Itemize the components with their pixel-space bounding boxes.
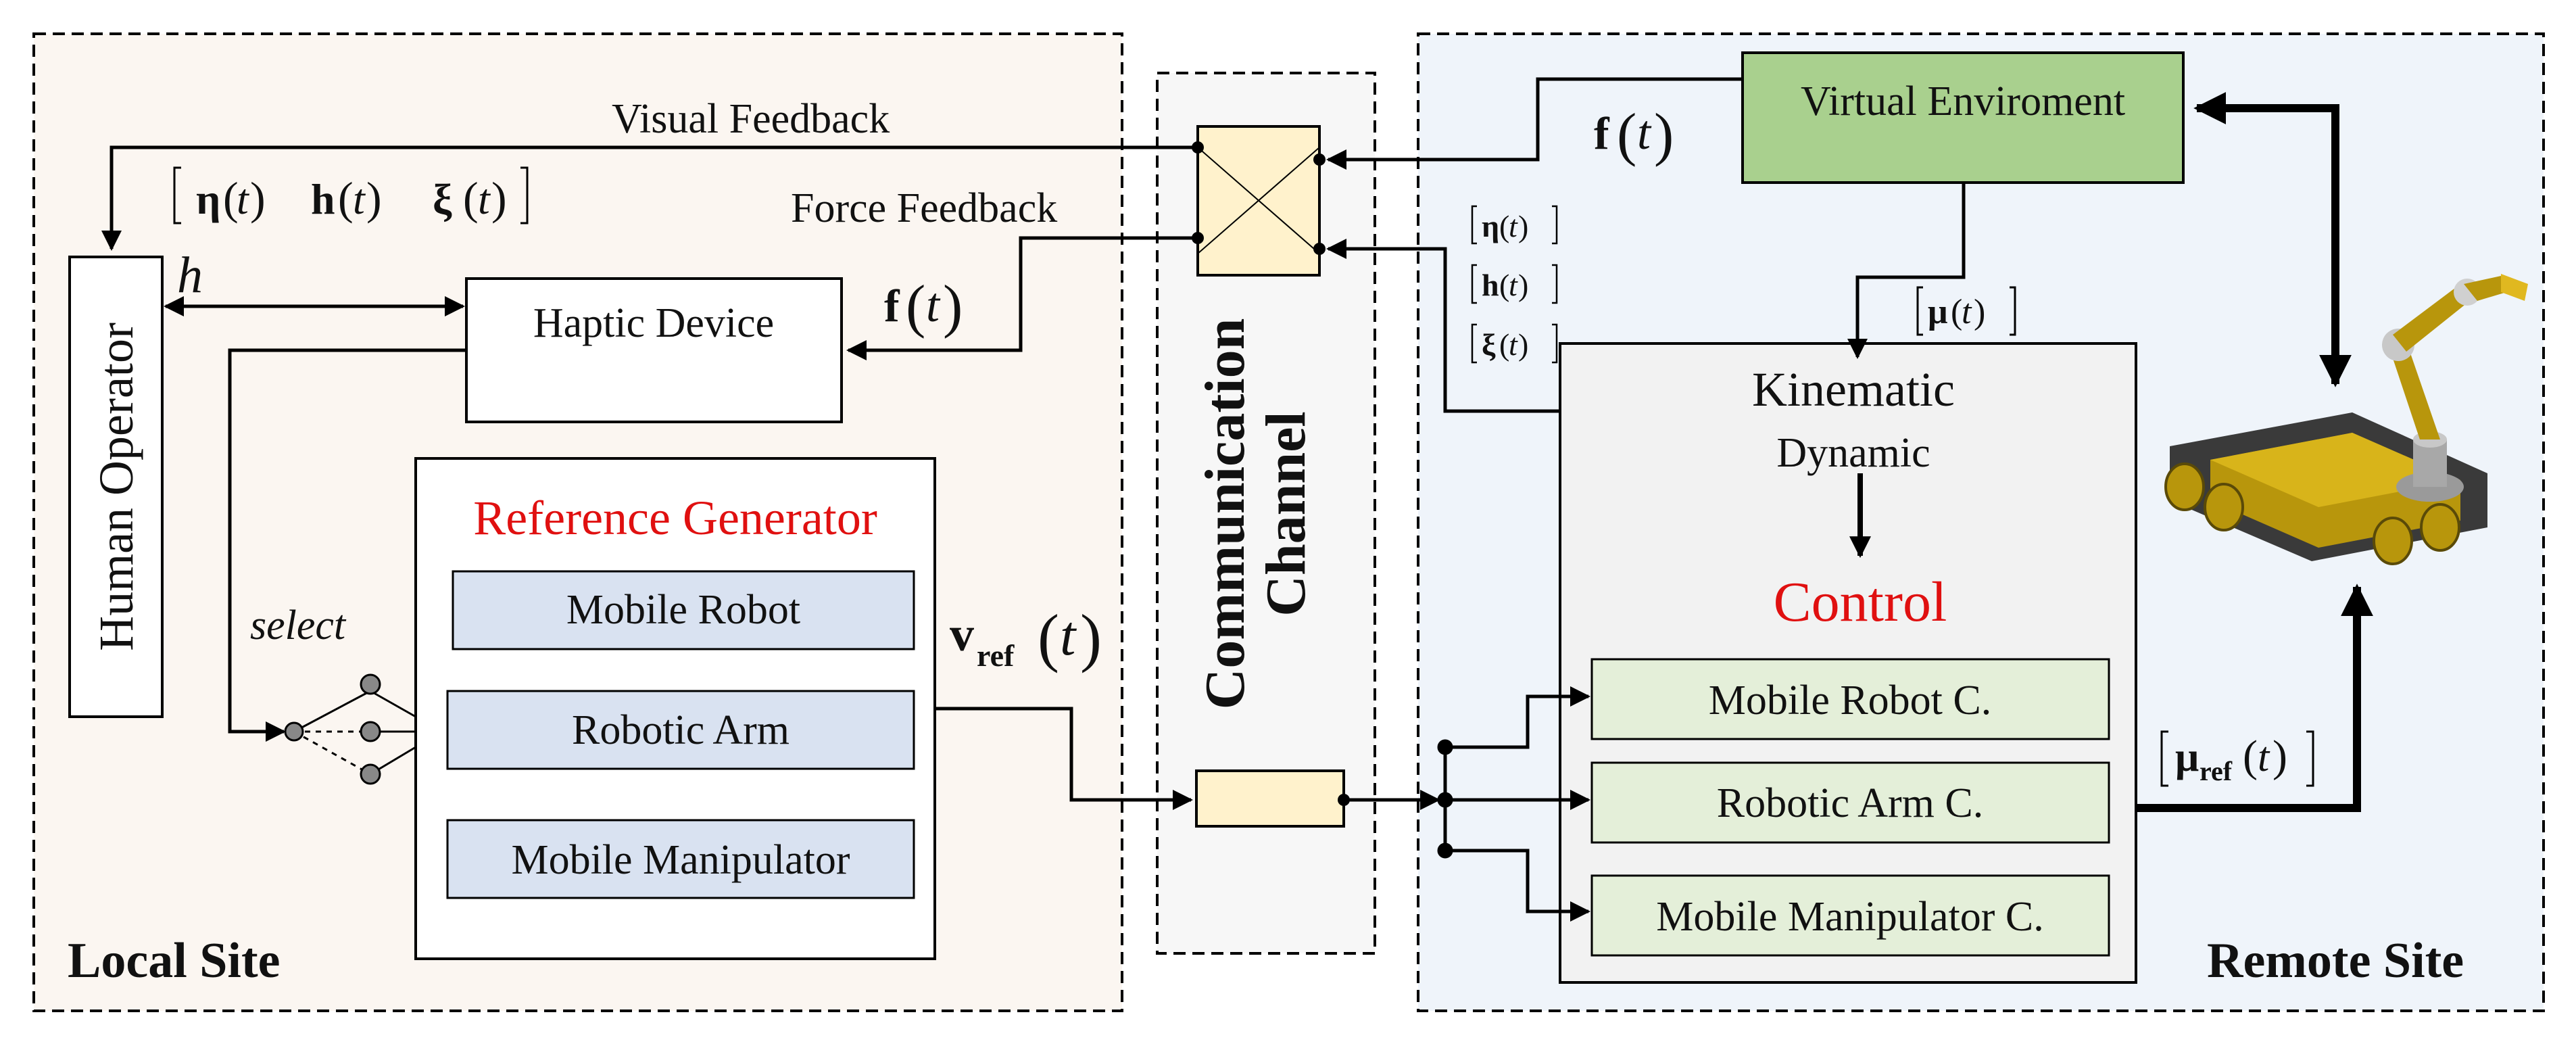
svg-text:): ) (1654, 102, 1674, 168)
channel-label-line1: Communication (1194, 318, 1257, 710)
control-to-robot-line (2136, 584, 2373, 812)
reference-item-label: Mobile Robot (566, 587, 800, 633)
reference-item-mobile-manipulator: Mobile Manipulator (446, 819, 915, 899)
hv-symbol: h (311, 175, 335, 223)
eta-symbol: η (196, 175, 220, 223)
mu-symbol: μ (2175, 734, 2199, 780)
t-symbol: t (2258, 734, 2270, 780)
mu-symbol: μ (1928, 293, 1947, 331)
reference-generator-title: Reference Generator (473, 491, 877, 545)
svg-text:): ) (491, 172, 507, 224)
svg-text:): ) (1974, 293, 1985, 331)
state-vector-local: η ( t ) h ( t ) ξ ( t ) (173, 166, 529, 224)
haptic-device-block (465, 277, 843, 423)
svg-text:(: ( (463, 172, 479, 224)
select-label: select (250, 602, 347, 648)
hv-symbol: h (1482, 268, 1499, 302)
svg-text:(: ( (223, 172, 239, 224)
svg-text:): ) (1518, 268, 1528, 302)
channel-label: Communication Channel (1194, 318, 1317, 710)
controller-label: Mobile Manipulator C. (1656, 894, 2043, 940)
reference-item-label: Mobile Manipulator (511, 837, 850, 883)
channel-reference-buffer (1195, 769, 1350, 828)
t-symbol: t (1509, 268, 1518, 302)
dynamic-label: Dynamic (1776, 430, 1930, 476)
t-symbol: t (1060, 604, 1077, 667)
control-label: Control (1774, 571, 1947, 634)
svg-text:(: ( (1951, 293, 1962, 331)
svg-text:(: ( (1499, 268, 1509, 302)
svg-text:): ) (1518, 209, 1528, 243)
t-symbol: t (1637, 105, 1652, 160)
t-symbol: t (353, 175, 366, 223)
virtual-env-robot-link (2193, 92, 2352, 387)
force-feedback-line (846, 236, 1196, 360)
svg-text:): ) (1080, 601, 1102, 673)
t-symbol: t (478, 175, 491, 223)
human-operator-block (68, 256, 164, 718)
haptic-to-select-line (228, 348, 466, 742)
state-to-channel-line (1326, 239, 1560, 413)
svg-text:): ) (2273, 732, 2287, 781)
reference-item-label: Robotic Arm (572, 707, 789, 753)
f-symbol: f (1594, 108, 1610, 159)
force-signal-local: f ( t ) (884, 274, 963, 339)
t-symbol: t (926, 278, 941, 332)
xi-symbol: ξ (433, 175, 452, 223)
virtual-environment-block (1741, 51, 2185, 184)
controller-mobile-manipulator: Mobile Manipulator C. (1590, 874, 2110, 957)
controller-label: Mobile Robot C. (1709, 677, 1992, 723)
h-label: h (177, 247, 203, 304)
controller-robotic-arm: Robotic Arm C. (1590, 761, 2110, 844)
f-symbol: f (884, 280, 900, 331)
virtual-env-to-kinematic-line (1847, 183, 1966, 359)
reference-item-mobile-robot: Mobile Robot (452, 570, 915, 650)
channel-crossbar-switch (1192, 125, 1326, 277)
kinematic-label: Kinematic (1752, 362, 1955, 417)
force-signal-remote: f ( t ) (1594, 102, 1674, 168)
eta-symbol: η (1482, 209, 1499, 243)
svg-text:(: ( (1617, 102, 1636, 168)
channel-label-line2: Channel (1255, 411, 1317, 616)
remote-site-label: Remote Site (2207, 933, 2464, 989)
local-site-label: Local Site (68, 933, 280, 989)
svg-text:): ) (366, 172, 382, 224)
svg-text:(: ( (1499, 209, 1509, 243)
ref-subscript: ref (977, 638, 1015, 673)
xi-symbol: ξ (1482, 327, 1496, 362)
t-symbol: t (1509, 209, 1518, 243)
t-symbol: t (1962, 293, 1972, 331)
v-symbol: v (950, 607, 974, 661)
select-switch (284, 673, 416, 785)
ref-subscript: ref (2200, 756, 2233, 786)
svg-text:(: ( (2243, 732, 2258, 781)
state-vector-remote: η ( t ) h ( t ) ξ ( t ) (1471, 205, 1558, 364)
velocity-reference-signal: v ref ( t ) (950, 601, 1102, 673)
mobile-manipulator-robot-icon (2164, 274, 2528, 565)
controller-label: Robotic Arm C. (1717, 780, 1983, 826)
visual-feedback-line (101, 145, 1196, 251)
svg-text:(: ( (1499, 327, 1509, 362)
t-symbol: t (1509, 327, 1518, 362)
controller-mobile-robot: Mobile Robot C. (1590, 658, 2110, 740)
svg-text:): ) (250, 172, 266, 224)
virtual-environment-label: Virtual Enviroment (1801, 78, 2125, 124)
mu-signal: μ ( t ) (1916, 286, 2016, 336)
svg-text:): ) (1518, 327, 1528, 362)
human-operator-label: Human Operator (89, 323, 143, 651)
reference-item-robotic-arm: Robotic Arm (446, 690, 915, 770)
mu-ref-signal: μ ref ( t ) (2160, 730, 2314, 787)
t-symbol: t (237, 175, 250, 223)
svg-text:(: ( (1038, 601, 1059, 673)
reference-to-channel-line (935, 707, 1193, 810)
force-feedback-label: Force Feedback (791, 185, 1057, 231)
controller-fanout (1437, 686, 1590, 922)
virtual-env-to-channel-line (1326, 77, 1743, 170)
svg-text:(: ( (338, 172, 354, 224)
svg-text:(: ( (906, 274, 925, 339)
visual-feedback-label: Visual Feedback (612, 96, 890, 142)
svg-text:): ) (943, 274, 963, 339)
haptic-device-label: Haptic Device (533, 300, 774, 346)
